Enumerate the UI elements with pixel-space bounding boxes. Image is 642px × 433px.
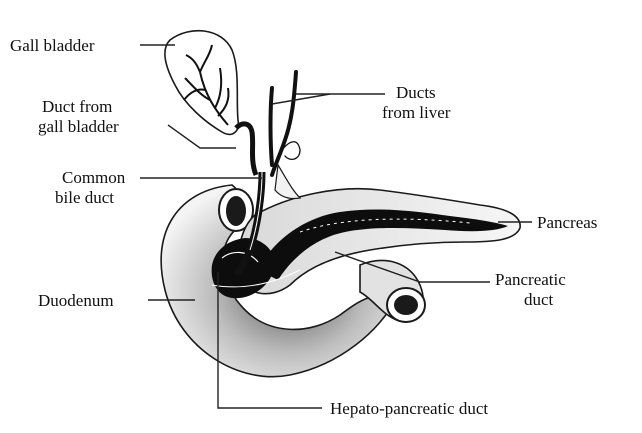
label-pancreas: Pancreas <box>537 213 597 232</box>
leader-pancreatic-duct <box>334 251 490 283</box>
label-common-bile-duct-1: Common <box>62 168 126 187</box>
label-duodenum: Duodenum <box>38 291 114 310</box>
cystic-duct <box>234 121 259 176</box>
leader-ducts-from-liver-a <box>271 93 385 105</box>
label-pancreatic-duct-2: duct <box>524 290 554 309</box>
leader-lines <box>140 44 532 409</box>
leader-duct-from-gall-bladder <box>167 124 236 149</box>
pancreatic-duct <box>258 209 508 280</box>
label-hepato-pancreatic-duct: Hepato-pancreatic duct <box>330 399 488 418</box>
hepatic-ducts <box>268 70 301 177</box>
label-ducts-from-liver-1: Ducts <box>396 83 436 102</box>
gall-bladder-branches <box>183 44 230 126</box>
label-duct-from-gall-bladder-1: Duct from <box>42 97 112 116</box>
leader-hepato-pancreatic-duct <box>217 272 322 409</box>
tissue-fold <box>274 163 302 200</box>
label-pancreatic-duct-1: Pancreatic <box>495 270 566 289</box>
gall-bladder-shape <box>164 29 240 136</box>
label-common-bile-duct-2: bile duct <box>55 188 114 207</box>
label-duct-from-gall-bladder-2: gall bladder <box>38 117 119 136</box>
label-ducts-from-liver-2: from liver <box>382 103 451 122</box>
label-gall-bladder: Gall bladder <box>10 36 95 55</box>
